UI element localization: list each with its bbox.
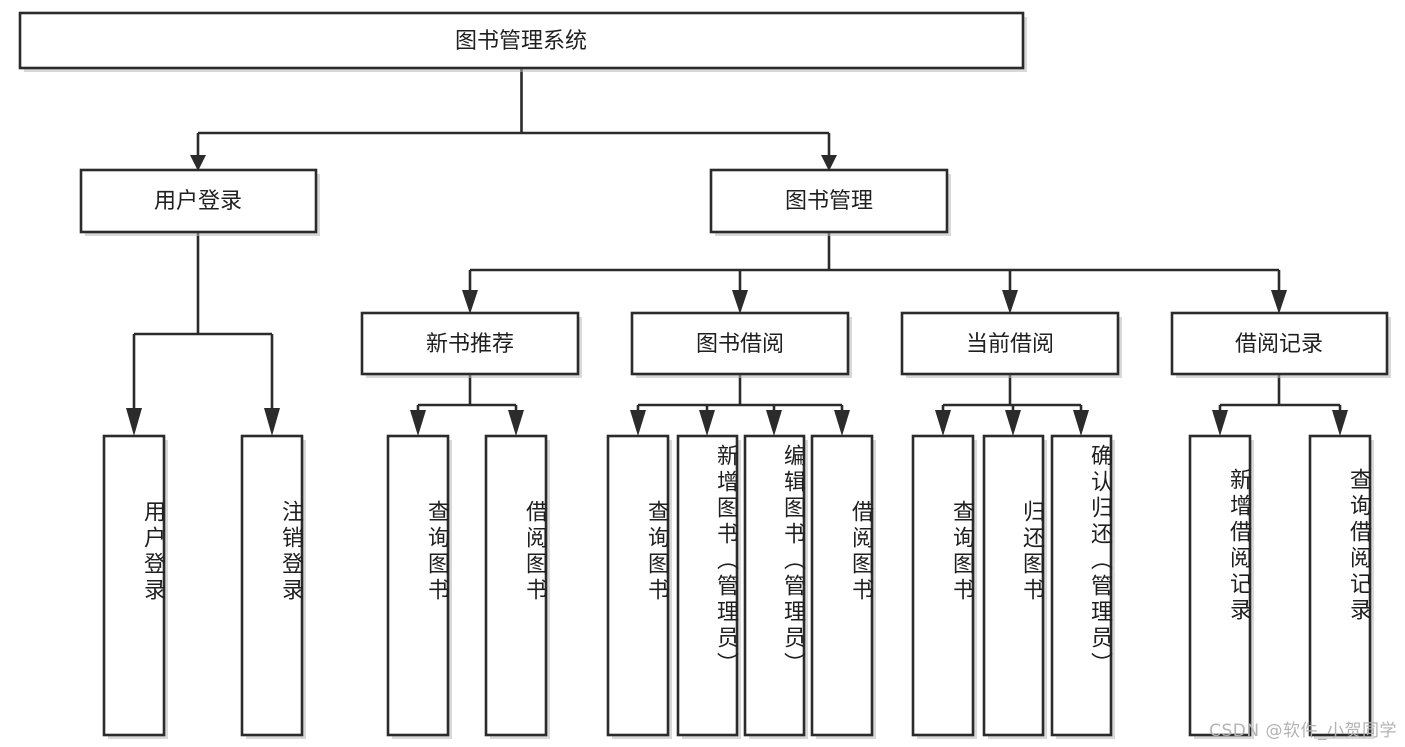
leaf-query-book-current-box[interactable] bbox=[911, 434, 975, 737]
arrow-leaf-query-book-rec bbox=[410, 410, 426, 436]
arrow-leaf-user-login bbox=[126, 408, 142, 436]
borrow-record-box bbox=[1170, 311, 1389, 376]
node-layer: 图书管理系统 用户登录 图书管理 新书推荐 图书 bbox=[18, 11, 1391, 739]
book-management-box bbox=[709, 168, 949, 234]
borrow-record-label: 借阅记录 bbox=[1235, 332, 1323, 357]
arrow-leaf-confirm-return-admin bbox=[1073, 410, 1089, 436]
leaf-box-layer bbox=[102, 434, 1374, 739]
arrow-leaf-borrow-book bbox=[834, 410, 850, 436]
user-login-label: 用户登录 bbox=[154, 189, 242, 214]
arrow-book-management bbox=[821, 155, 837, 171]
node-borrow-record[interactable]: 借阅记录 bbox=[1170, 311, 1391, 378]
arrow-leaf-add-borrow-record bbox=[1212, 410, 1228, 436]
csdn-watermark: CSDN @软件_小贺同学 bbox=[1209, 721, 1397, 741]
leaf-add-borrow-record-box[interactable] bbox=[1188, 434, 1252, 737]
connector-layer bbox=[126, 68, 1348, 436]
arrow-new-book-recommend bbox=[462, 290, 478, 314]
arrow-leaf-query-borrow-record bbox=[1332, 410, 1348, 436]
arrow-leaf-logout-login bbox=[264, 408, 280, 436]
new-book-recommend-box bbox=[360, 311, 580, 376]
leaf-query-book-borrow-box[interactable] bbox=[606, 434, 670, 737]
new-book-recommend-label: 新书推荐 bbox=[426, 332, 514, 357]
arrow-user-login bbox=[190, 155, 206, 171]
node-new-book-recommend[interactable]: 新书推荐 bbox=[360, 311, 582, 378]
leaf-logout-login-box[interactable] bbox=[240, 434, 304, 737]
leaf-user-login-box[interactable] bbox=[102, 434, 166, 737]
current-borrow-box bbox=[900, 311, 1120, 376]
node-root[interactable]: 图书管理系统 bbox=[18, 11, 1027, 72]
current-borrow-label: 当前借阅 bbox=[966, 332, 1054, 357]
book-management-label: 图书管理 bbox=[785, 189, 873, 214]
arrow-leaf-query-book-borrow bbox=[630, 410, 646, 436]
leaf-query-book-rec-box[interactable] bbox=[386, 434, 450, 737]
root-box bbox=[18, 11, 1025, 70]
arrow-book-borrow bbox=[732, 290, 748, 314]
arrow-current-borrow bbox=[1002, 290, 1018, 314]
book-borrow-box bbox=[630, 311, 850, 376]
arrow-leaf-edit-book-admin bbox=[766, 410, 782, 436]
arrow-leaf-query-book-current bbox=[935, 410, 951, 436]
leaf-confirm-return-admin-box[interactable] bbox=[1050, 434, 1113, 737]
book-borrow-label: 图书借阅 bbox=[696, 332, 784, 357]
node-current-borrow[interactable]: 当前借阅 bbox=[900, 311, 1122, 378]
root-label: 图书管理系统 bbox=[455, 29, 587, 54]
user-login-box bbox=[79, 168, 318, 234]
leaf-borrow-book-box[interactable] bbox=[810, 434, 874, 737]
leaf-query-borrow-record-box[interactable] bbox=[1308, 434, 1372, 737]
arrow-borrow-record bbox=[1271, 290, 1287, 314]
node-user-login[interactable]: 用户登录 bbox=[79, 168, 320, 236]
leaf-return-book-box[interactable] bbox=[982, 434, 1045, 737]
leaf-borrow-book-rec-box[interactable] bbox=[484, 434, 548, 737]
arrow-leaf-borrow-book-rec bbox=[508, 410, 524, 436]
arrow-leaf-return-book bbox=[1005, 410, 1021, 436]
leaf-add-book-admin-box[interactable] bbox=[676, 434, 739, 737]
node-book-management[interactable]: 图书管理 bbox=[709, 168, 951, 236]
leaf-edit-book-admin-box[interactable] bbox=[743, 434, 806, 737]
node-book-borrow[interactable]: 图书借阅 bbox=[630, 311, 852, 378]
arrow-leaf-add-book-admin bbox=[699, 410, 715, 436]
